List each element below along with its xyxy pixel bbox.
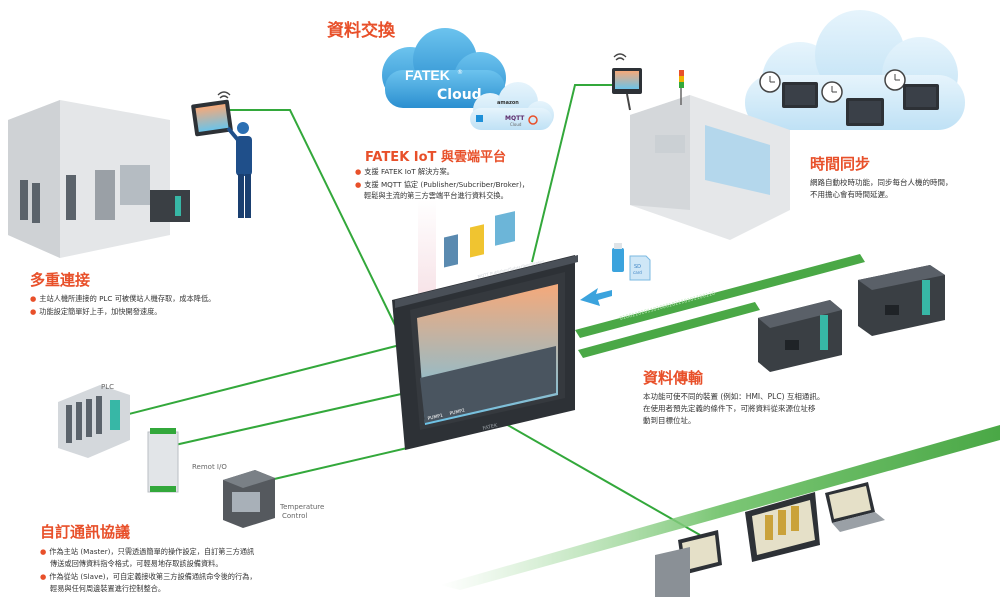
gear-icon — [528, 115, 538, 125]
usb-stick-icon — [612, 243, 624, 272]
svg-text:SD: SD — [634, 264, 641, 270]
time-sync-cloud — [745, 10, 965, 130]
mqtt-label: MQTT — [505, 115, 525, 122]
temp-label-1: Temperature — [280, 503, 325, 511]
iot-bullet: ●支援 MQTT 協定 (Publisher/Subcriber/Broker)… — [355, 180, 529, 189]
line-left-machine — [218, 109, 396, 326]
time-line: 網路自動校時功能，同步每台人機的時間， — [810, 178, 953, 187]
iot-bullet-cont: 輕鬆與主流的第三方雲端平台進行資料交換。 — [364, 191, 508, 200]
transfer-line: 動到目標位址。 — [643, 416, 696, 425]
time-title: 時間同步 — [810, 155, 871, 173]
cloud-sub: Cloud — [437, 87, 482, 103]
ethernet-label: Ethernet — [693, 470, 739, 491]
clock-icon — [759, 71, 781, 93]
transfer-line: 在使用者預先定義的條件下，可將資料從來源位址移 — [643, 404, 816, 413]
plc-device-2 — [858, 265, 945, 336]
multi-bullet: ●功能設定簡單好上手，加快開發速度。 — [30, 307, 162, 316]
multi-bullet: ●主站人機所連接的 PLC 可被僕站人機存取，成本降低。 — [30, 294, 216, 303]
cloud-brand-mark: ® — [457, 69, 463, 76]
wifi-icon — [613, 53, 627, 61]
right-machine — [612, 53, 790, 240]
hmi-small — [782, 82, 818, 108]
clock-icon — [884, 69, 906, 91]
connection-lines — [124, 84, 701, 536]
arrow-icon — [580, 288, 612, 306]
signal-tower — [679, 70, 684, 76]
remote-io-module — [147, 428, 179, 493]
custom-bullet: ●作為從站 (Slave)，可自定義接收第三方設備通訊命令後的行為， — [40, 572, 257, 581]
iot-bullet: ●支援 FATEK IoT 解決方案。 — [355, 167, 454, 176]
wifi-icon — [217, 91, 231, 99]
left-machine — [8, 91, 233, 258]
hmi-small — [903, 84, 939, 110]
custom-bullet: ●作為主站 (Master)，只需透過簡單的操作設定，自訂第三方通訊 — [40, 547, 255, 556]
stream-band-2 — [578, 302, 760, 358]
custom-bullet-cont: 輕易與任何周邊裝置進行控制整合。 — [50, 584, 166, 593]
center-hmi: MQTT Publisher/Subscriber/Broker FATEK P… — [392, 211, 578, 450]
cloud-brand: FATEK — [405, 67, 450, 83]
custom-title: 自訂通訊協議 — [40, 523, 131, 541]
hmi-pump2: PUMP2 — [449, 408, 466, 417]
hmi-small — [846, 98, 884, 126]
mqtt-sub: Cloud — [510, 122, 522, 127]
custom-bullet-cont: 傳送或回傳資料指令格式，可輕易地存取該設備資料。 — [50, 559, 223, 568]
transfer-title: 資料傳輸 — [643, 369, 704, 387]
svg-text:card: card — [633, 270, 642, 275]
transfer-line: 本功能可使不同的裝置 (例如：HMI、PLC) 互相通訊。 — [643, 392, 825, 401]
multi-title: 多重連接 — [30, 271, 91, 289]
remote-io-label: Remot I/O — [192, 463, 227, 471]
windows-icon — [476, 115, 483, 122]
plc-device-1 — [758, 300, 842, 372]
ethernet-band — [440, 425, 1000, 590]
stream-band — [575, 254, 865, 338]
line-ethernet-drop — [489, 414, 701, 536]
hmi-pump1: PUMP1 — [427, 413, 444, 422]
line-right-machine — [531, 84, 612, 263]
fatek-cloud: FATEK ® Cloud amazon MQTT Cloud — [382, 28, 554, 130]
clock-icon — [821, 81, 843, 103]
line-temp — [269, 444, 421, 481]
line-plc — [124, 344, 401, 416]
sd-card-icon: SD card — [629, 255, 651, 281]
page-title: 資料交換 — [327, 21, 395, 41]
time-line: 不用擔心會有時間延遲。 — [810, 190, 893, 199]
background-stripe — [418, 200, 436, 300]
plc-module — [58, 385, 130, 458]
bottom-hmi-1 — [745, 492, 820, 562]
operator-figure — [226, 122, 252, 218]
line-remote-io — [174, 391, 411, 446]
temp-label-2: Control — [282, 512, 308, 520]
laptop-icon — [825, 482, 885, 532]
amazon-label: amazon — [497, 100, 519, 106]
hmi-brand: FATEK — [482, 423, 499, 432]
iot-title: FATEK IoT 與雲端平台 — [365, 150, 506, 165]
bottom-hmi-2 — [655, 530, 722, 597]
temp-controller — [223, 470, 275, 528]
plc-label: PLC — [101, 383, 115, 391]
